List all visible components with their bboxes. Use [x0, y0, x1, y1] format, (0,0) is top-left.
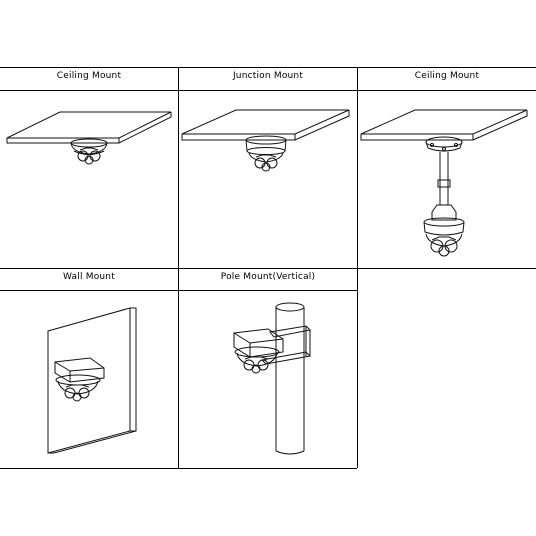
dome-camera	[55, 374, 101, 402]
panel-header-ceiling-mount: Ceiling Mount	[0, 68, 178, 90]
panel-label: Pole Mount(Vertical)	[220, 272, 316, 282]
dome-camera	[425, 233, 463, 257]
wall-panel	[47, 307, 137, 454]
ceiling-plate	[6, 111, 172, 144]
ceiling-plate	[360, 109, 528, 141]
pendant-housing	[423, 204, 465, 236]
dome-camera	[234, 346, 280, 374]
pole-clamp-bands	[260, 325, 312, 365]
pendant-pole	[437, 152, 451, 205]
mount-base	[425, 136, 463, 152]
panel-header-wall-mount: Wall Mount	[0, 269, 178, 291]
panel-label: Wall Mount	[63, 272, 115, 282]
panel-label: Junction Mount	[232, 71, 304, 81]
wall-bracket	[54, 357, 105, 383]
panel-label: Ceiling Mount	[56, 71, 122, 81]
panel-header-pole-mount: Pole Mount(Vertical)	[179, 269, 357, 291]
ceiling-plate	[181, 109, 350, 141]
panel-label: Ceiling Mount	[414, 71, 480, 81]
panel-header-ceiling-mount-pendant: Ceiling Mount	[358, 68, 536, 90]
dome-camera	[248, 152, 284, 172]
pole	[275, 302, 305, 455]
panel-header-junction-mount: Junction Mount	[179, 68, 357, 90]
pole-bracket	[233, 328, 284, 358]
dome-camera	[70, 138, 108, 165]
